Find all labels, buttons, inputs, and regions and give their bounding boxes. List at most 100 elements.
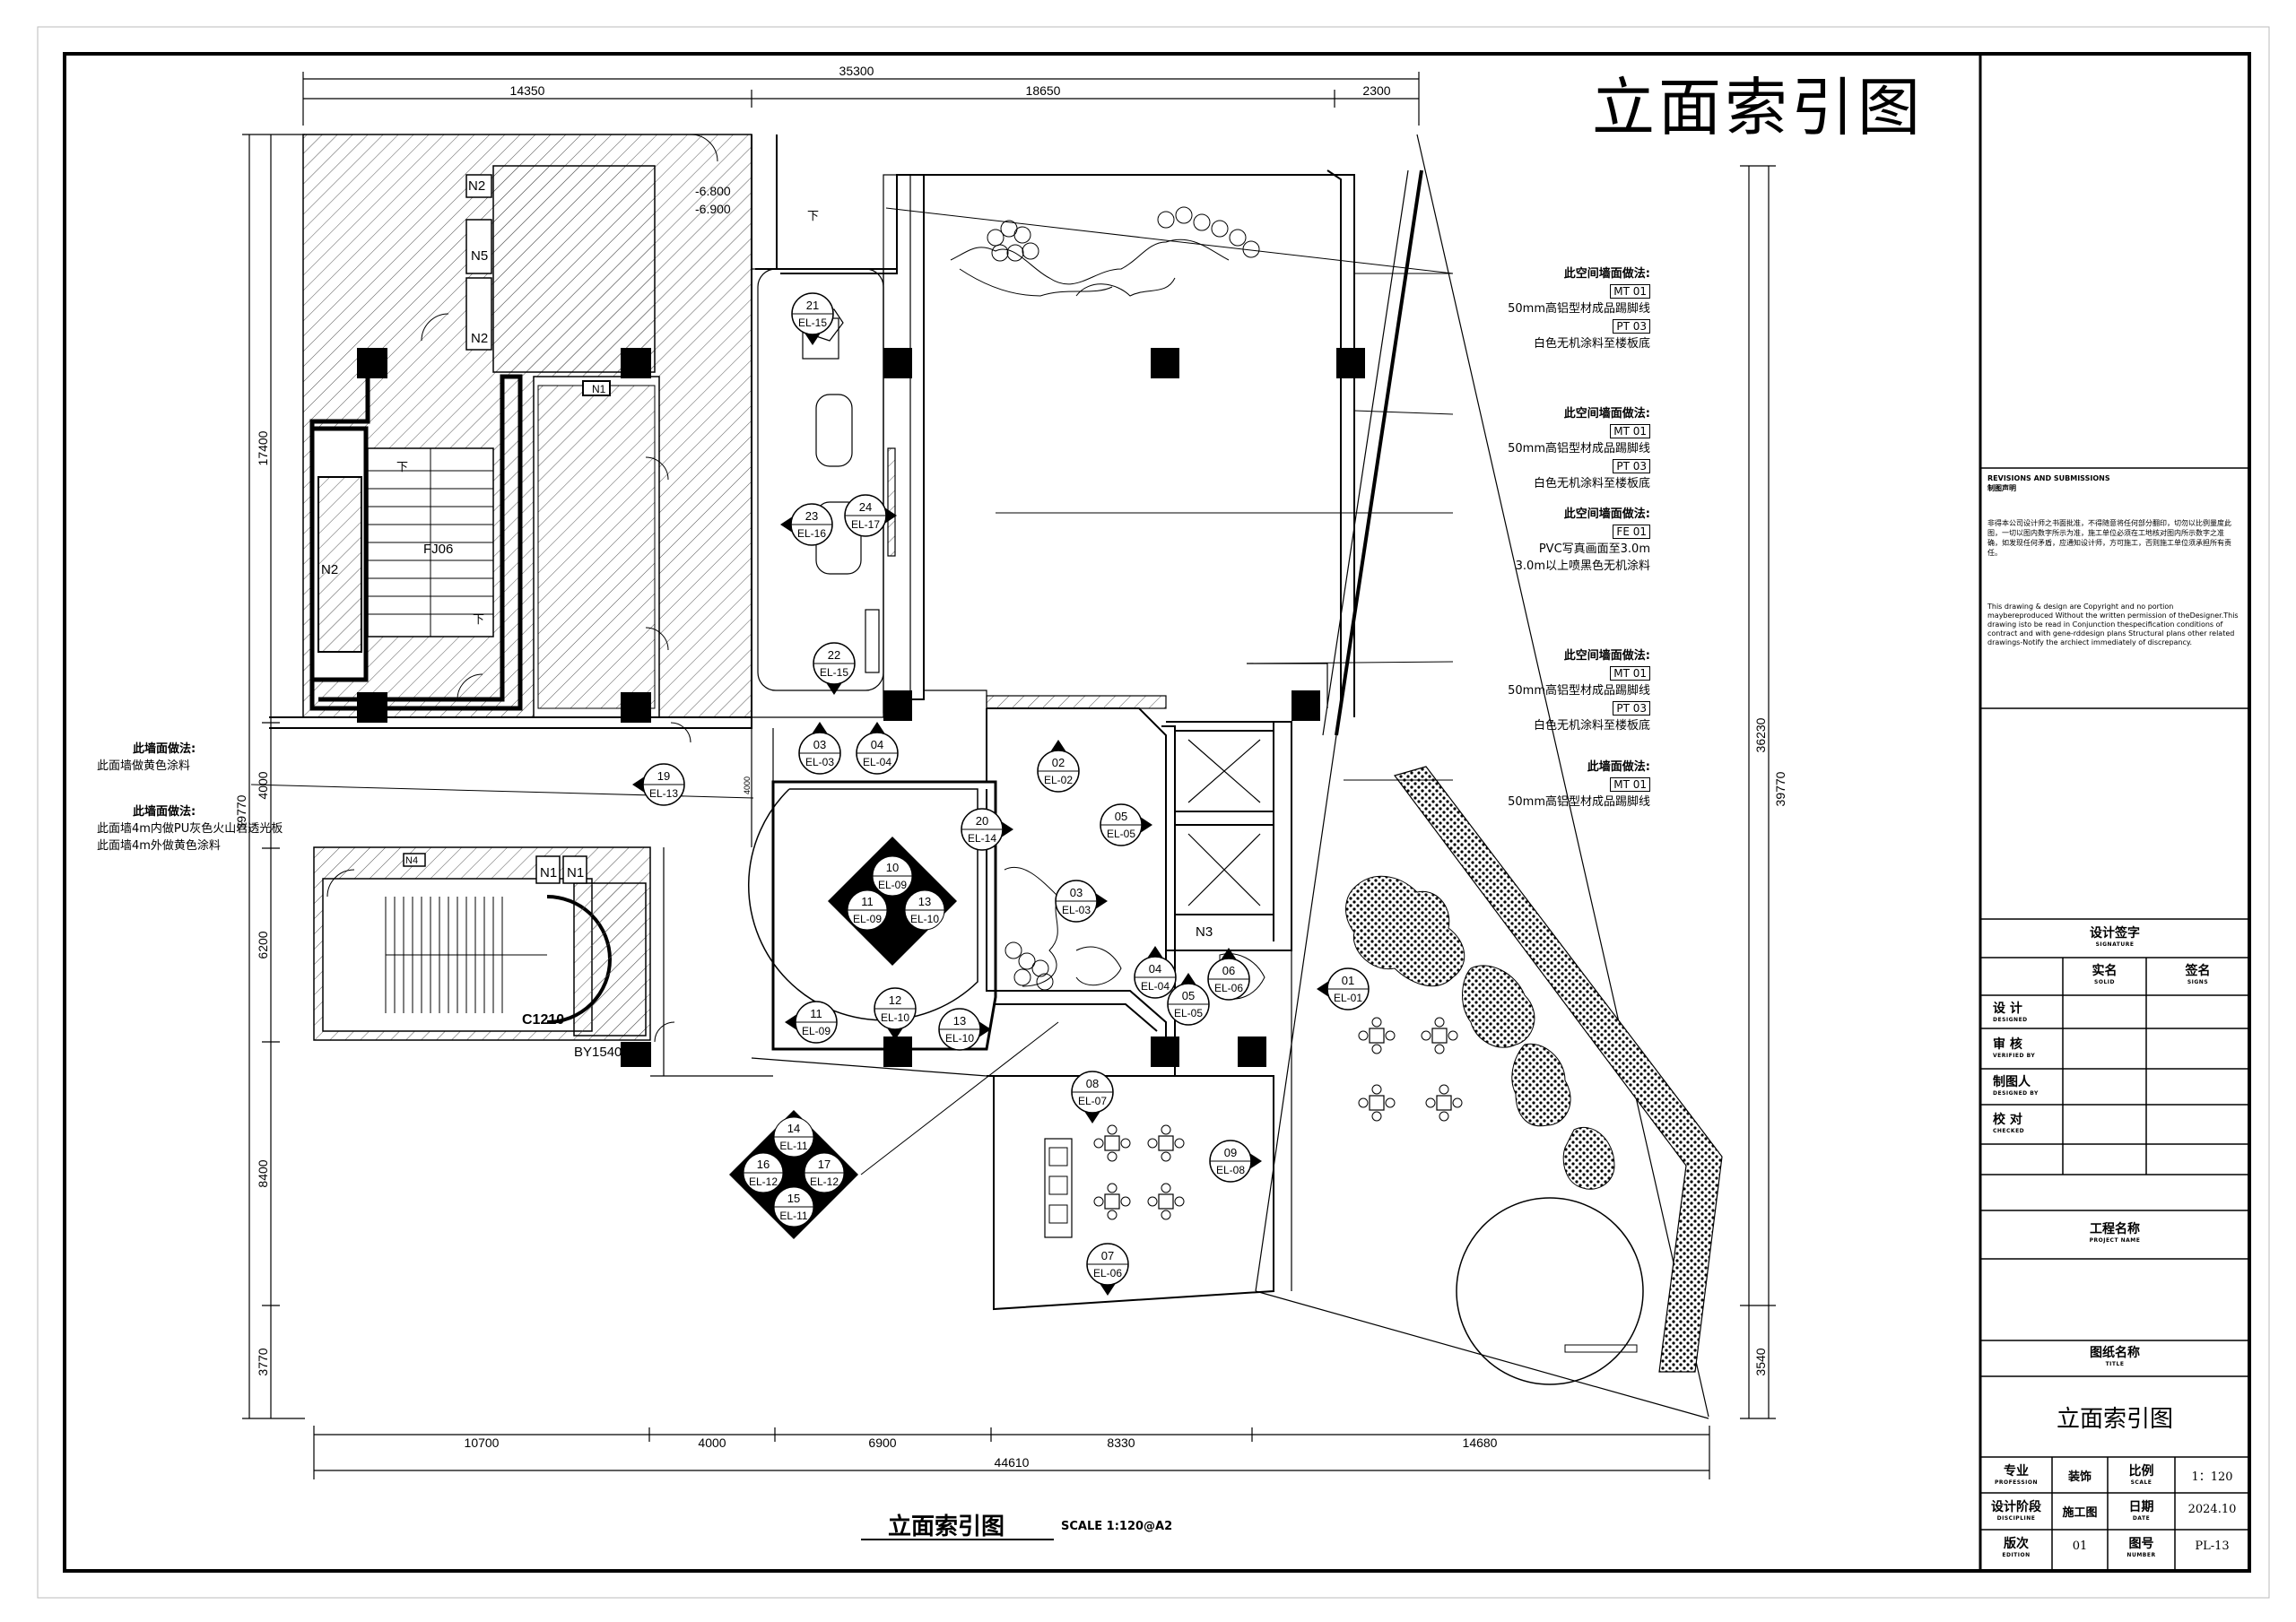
- stair-down-2: 下: [473, 612, 484, 626]
- row-label: 校 对: [1993, 1113, 2022, 1127]
- material-code: MT 01: [1610, 666, 1650, 681]
- dim-left-total: 39770: [234, 794, 248, 829]
- dim-right-1: 36230: [1753, 717, 1768, 752]
- bottom-drawing-title: 立面索引图: [888, 1514, 1005, 1540]
- elevation-sheet-ref: EL-15: [798, 317, 827, 329]
- elevation-sheet-ref: EL-10: [881, 1011, 909, 1024]
- note-line: 白色无机涂料至楼板底: [1533, 337, 1650, 351]
- note-title: 此墙面做法:: [133, 805, 196, 819]
- drawing-title: 立面索引图: [1592, 71, 1924, 144]
- room-n3-lift: N3: [1196, 924, 1213, 940]
- dim-top-3: 2300: [1362, 83, 1390, 98]
- elevation-sheet-ref: EL-06: [1093, 1267, 1122, 1279]
- room-c1210: C1210: [522, 1012, 564, 1028]
- note-line: 此面墙4m外做黄色涂料: [97, 839, 221, 853]
- room-labels: N2 N5 N2 N1 N3 N2 N1 N1 N4 N3 C1210 BY15…: [321, 178, 1213, 1060]
- elevation-number: 12: [889, 993, 901, 1007]
- dim-left-4: 8400: [256, 1159, 270, 1187]
- note-title: 此空间墙面做法:: [1563, 649, 1650, 663]
- scale-label: SCALE 1:120@A2: [1061, 1520, 1173, 1533]
- elevation-sheet-ref: EL-16: [797, 527, 826, 540]
- elevation-sheet-ref: EL-11: [779, 1210, 807, 1222]
- elevation-tags: 21EL-1523EL-1624EL-1722EL-1503EL-0304EL-…: [632, 292, 1370, 1296]
- note-line: 50mm高铝型材成品踢脚线: [1508, 684, 1650, 698]
- drawing-name-heading: 图纸名称 TITLE: [1980, 1343, 2249, 1367]
- room-n1-a: N1: [540, 865, 557, 880]
- note-line: 此面墙4m内做PU灰色火山岩透光板: [97, 822, 283, 836]
- elevation-sheet-ref: EL-14: [968, 832, 996, 845]
- elevation-sheet-ref: EL-09: [878, 879, 907, 891]
- elevation-number: 07: [1101, 1249, 1114, 1262]
- level-1: -6.800: [695, 184, 731, 198]
- note-right-5: 此墙面做法: MT 01 50mm高铝型材成品踢脚线: [1471, 759, 1650, 811]
- signature-cn: 设计签字: [2090, 926, 2140, 941]
- note-line: 50mm高铝型材成品踢脚线: [1508, 795, 1650, 809]
- note-line: 白色无机涂料至楼板底: [1533, 477, 1650, 490]
- drawing-name-en: TITLE: [2105, 1361, 2125, 1367]
- meta-label: 版次: [2004, 1537, 2029, 1551]
- room-fj06: FJ06: [423, 542, 453, 557]
- meta-label: 日期: [2128, 1500, 2154, 1514]
- dim-right-2: 3540: [1753, 1348, 1768, 1375]
- room-n5: N5: [471, 248, 488, 264]
- meta-discipline-label: 设计阶段 DISCIPLINE: [1980, 1497, 2052, 1522]
- row-designed: 设 计 DESIGNED: [1993, 999, 2028, 1023]
- note-title: 此空间墙面做法:: [1563, 267, 1650, 281]
- dim-left-3: 6200: [256, 931, 270, 958]
- dim-left-2: 4000: [256, 771, 270, 799]
- note-right-1: 此空间墙面做法: MT 01 50mm高铝型材成品踢脚线 PT 03 白色无机涂…: [1471, 265, 1650, 352]
- note-line: 50mm高铝型材成品踢脚线: [1508, 442, 1650, 455]
- elevation-sheet-ref: EL-03: [805, 756, 834, 768]
- garden-planting: [1345, 766, 1723, 1385]
- statement-cn: 非得本公司设计师之书面批准，不得随意将任何部分翻印，切勿以比例量度此图，一切以图…: [1987, 519, 2231, 557]
- columns: [883, 348, 1365, 1067]
- elevation-number: 10: [886, 861, 899, 874]
- dim-bottom-4: 8330: [1107, 1436, 1135, 1450]
- elevation-number: 13: [953, 1014, 966, 1028]
- meta-discipline-value: 施工图: [2062, 1506, 2098, 1520]
- central-walls: [269, 134, 1709, 1419]
- elevation-number: 06: [1222, 964, 1235, 977]
- material-code: PT 03: [1613, 319, 1650, 334]
- elevation-number: 23: [805, 509, 818, 523]
- row-label: 设 计: [1993, 1002, 2022, 1016]
- material-code: MT 01: [1610, 284, 1650, 299]
- material-code: PT 03: [1613, 459, 1650, 473]
- cluster-b-diamond-icon: [729, 1110, 858, 1239]
- note-title: 此空间墙面做法:: [1563, 507, 1650, 521]
- elevation-number: 05: [1115, 810, 1127, 823]
- elevation-number: 01: [1342, 974, 1354, 987]
- statement-en: This drawing & design are Copyright and …: [1987, 603, 2239, 646]
- elevation-sheet-ref: EL-17: [851, 518, 880, 531]
- elevation-number: 13: [918, 895, 931, 908]
- elevation-number: 14: [787, 1122, 800, 1135]
- elevation-number: 11: [810, 1007, 822, 1020]
- note-title: 此墙面做法:: [133, 742, 196, 756]
- note-title: 此空间墙面做法:: [1563, 407, 1650, 421]
- meta-label: 设计阶段: [1991, 1500, 2041, 1514]
- room-n1-b: N1: [567, 865, 584, 880]
- meta-label-en: NUMBER: [2126, 1552, 2156, 1558]
- elevation-sheet-ref: EL-12: [810, 1175, 839, 1188]
- note-line: 3.0m以上喷黑色无机涂料: [1515, 559, 1650, 573]
- elevation-sheet-ref: EL-05: [1174, 1007, 1203, 1019]
- gallery-fixtures: [802, 308, 1167, 709]
- realname-en: SOLID: [2094, 979, 2115, 985]
- signature-en: SIGNATURE: [2095, 941, 2135, 948]
- elevation-number: 17: [818, 1158, 831, 1171]
- project-heading: 工程名称 PROJECT NAME: [1980, 1219, 2249, 1244]
- material-code: FE 01: [1613, 525, 1650, 539]
- meta-label: 图号: [2128, 1537, 2154, 1551]
- note-right-3: 此空间墙面做法: FE 01 PVC写真画面至3.0m 3.0m以上喷黑色无机涂…: [1471, 506, 1650, 575]
- meta-date-value: 2024.10: [2187, 1503, 2237, 1516]
- note-line: 此面墙做黄色涂料: [97, 759, 191, 773]
- revisions-en: REVISIONS AND SUBMISSIONS: [1987, 474, 2110, 482]
